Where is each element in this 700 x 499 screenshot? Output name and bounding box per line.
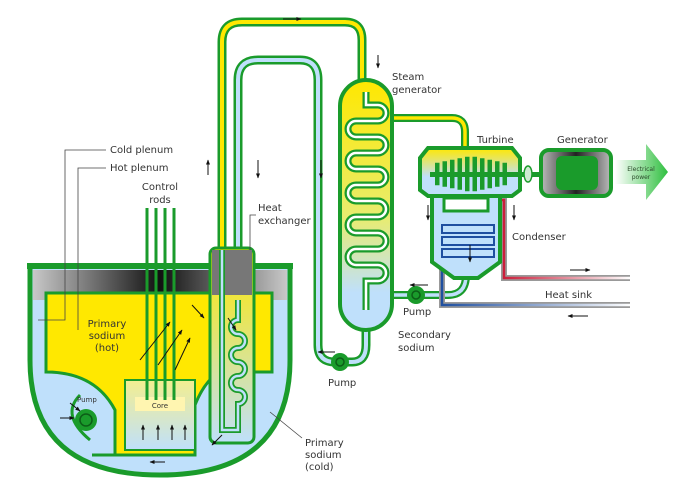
label-heat-exchanger-2: exchanger: [258, 216, 312, 227]
electrical-power-arrow: [615, 144, 668, 200]
secondary-loop-pump: [331, 353, 349, 371]
intermediate-heat-exchanger: [208, 246, 256, 445]
turbine-blade: [465, 156, 470, 192]
secondary-cold-pipe: [233, 55, 371, 440]
label-primary-cold-3: (cold): [305, 462, 334, 473]
turbine: [418, 146, 545, 198]
secondary-hot-pipe: [217, 17, 367, 250]
label-generator: Generator: [557, 135, 609, 146]
label-heat-exchanger-1: Heat: [258, 203, 282, 214]
label-hot-plenum: Hot plenum: [110, 163, 168, 174]
turbine-blade: [472, 156, 477, 192]
leader-lines: [38, 149, 303, 439]
turbine-blade: [435, 162, 440, 186]
label-steam-generator-1: Steam: [392, 72, 424, 83]
feedwater-pump: [407, 286, 425, 304]
label-primary-cold-1: Primary: [305, 438, 344, 449]
generator: [539, 148, 613, 198]
label-core: Core: [152, 402, 168, 410]
steam-pipe: [390, 114, 469, 150]
label-pump-loop: Pump: [328, 378, 356, 389]
turbine-blade: [457, 158, 462, 190]
label-secondary-sodium-1: Secondary: [398, 330, 451, 341]
label-pump-primary: Pump: [77, 396, 97, 404]
turbine-blade: [495, 161, 500, 187]
label-steam-generator-2: generator: [392, 85, 442, 96]
label-primary-hot-3: (hot): [95, 343, 119, 354]
label-primary-hot-2: sodium: [89, 331, 126, 342]
steam-generator: [338, 78, 394, 332]
turbine-blade: [480, 158, 485, 190]
flow-arrows: [60, 17, 591, 464]
label-control-rods-1: Control: [142, 182, 178, 193]
label-turbine: Turbine: [476, 135, 514, 146]
turbine-blade: [487, 159, 492, 189]
turbine-blade: [502, 162, 507, 186]
condenser: [430, 193, 502, 280]
label-cold-plenum: Cold plenum: [110, 145, 173, 156]
turbine-blade: [442, 161, 447, 187]
label-control-rods-2: rods: [149, 195, 171, 206]
control-rods: [145, 208, 176, 400]
label-electrical-power-1: Electrical: [627, 166, 655, 173]
turbine-blade: [450, 159, 455, 189]
label-condenser: Condenser: [512, 232, 567, 243]
label-primary-cold-2: sodium: [305, 450, 342, 461]
label-primary-hot-1: Primary: [88, 319, 127, 330]
label-pump-feedwater: Pump: [403, 307, 431, 318]
label-electrical-power-2: power: [632, 174, 651, 181]
label-heat-sink: Heat sink: [545, 290, 592, 301]
label-secondary-sodium-2: sodium: [398, 343, 435, 354]
